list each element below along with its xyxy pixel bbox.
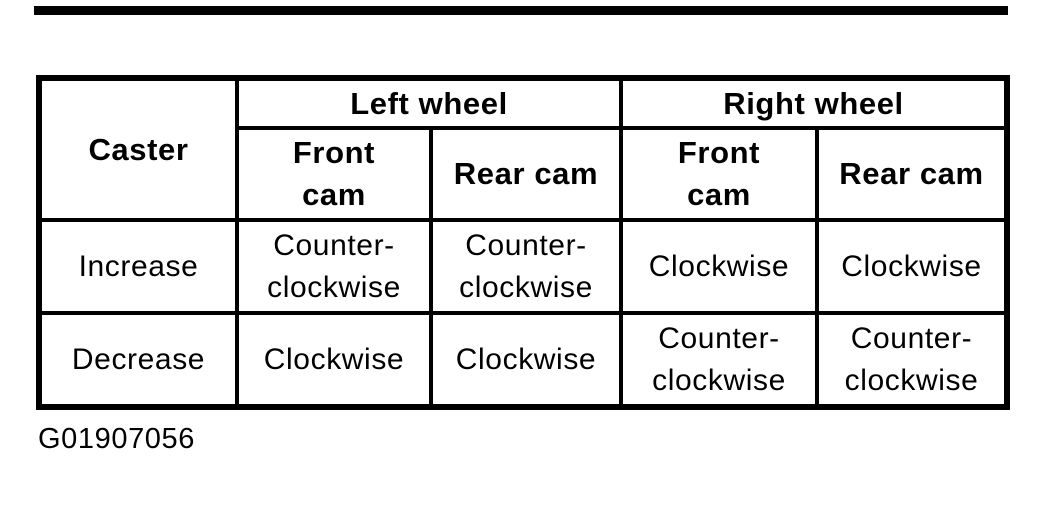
subheader-left-rear-cam: Rear cam xyxy=(429,126,623,222)
cell-increase-left-rear-cam: Counter- clockwise xyxy=(429,218,623,315)
cell-increase-right-rear-cam: Clockwise xyxy=(815,218,1009,315)
cell-increase-right-front-cam: Clockwise xyxy=(619,218,819,315)
group-header-left-wheel: Left wheel xyxy=(235,76,623,130)
subheader-right-front-cam: Front cam xyxy=(619,126,819,222)
corner-header-caster: Caster xyxy=(37,76,239,222)
cell-decrease-left-front-cam: Clockwise xyxy=(235,311,433,409)
row-label-decrease: Decrease xyxy=(37,311,239,409)
cell-increase-left-front-cam: Counter- clockwise xyxy=(235,218,433,315)
cell-decrease-right-front-cam: Counter- clockwise xyxy=(619,311,819,409)
scan-artifact-bar xyxy=(34,6,1008,15)
caster-adjustment-table: Caster Left wheel Right wheel Front cam … xyxy=(36,75,1010,410)
subheader-left-front-cam: Front cam xyxy=(235,126,433,222)
group-header-right-wheel: Right wheel xyxy=(619,76,1009,130)
table-row: Decrease Clockwise Clockwise Counter- cl… xyxy=(37,311,1009,409)
subheader-right-rear-cam: Rear cam xyxy=(815,126,1009,222)
table-row: Increase Counter- clockwise Counter- clo… xyxy=(37,218,1009,315)
row-label-increase: Increase xyxy=(37,218,239,315)
cell-decrease-right-rear-cam: Counter- clockwise xyxy=(815,311,1009,409)
figure-id-caption: G01907056 xyxy=(38,423,195,455)
cell-decrease-left-rear-cam: Clockwise xyxy=(429,311,623,409)
